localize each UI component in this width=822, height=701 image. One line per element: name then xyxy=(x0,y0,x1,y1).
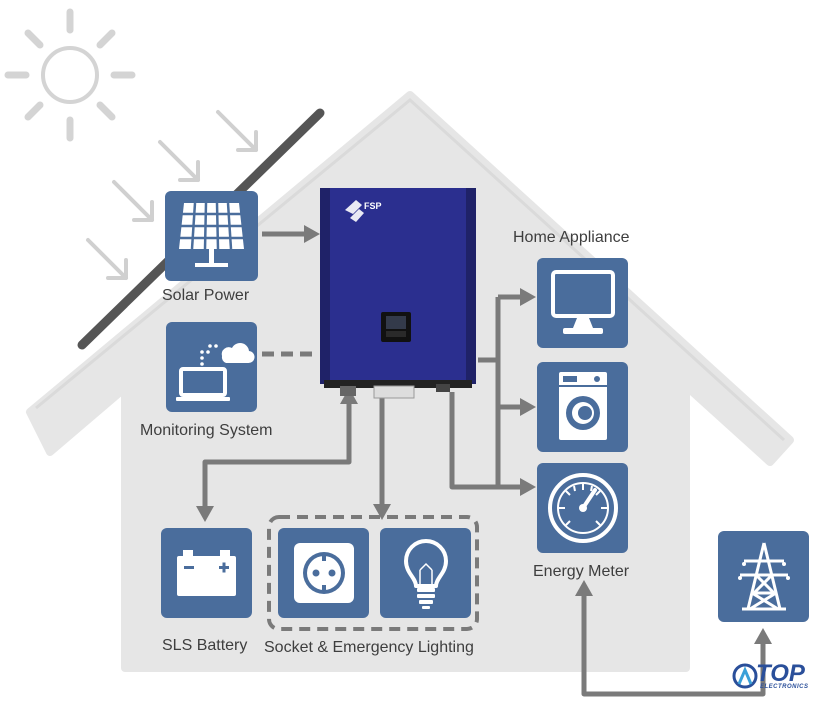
energy-meter-icon xyxy=(548,473,618,543)
solar-power-label: Solar Power xyxy=(162,287,250,304)
grid-tower-box xyxy=(718,531,809,622)
solar-power-box xyxy=(165,191,258,281)
washing-machine-box xyxy=(537,362,628,452)
laptop-cloud-icon xyxy=(176,343,255,401)
logo-subtitle: ELECTRONICS xyxy=(760,684,809,690)
socket-lighting-group xyxy=(267,515,479,631)
logo-name: TOP xyxy=(756,660,805,687)
television-icon xyxy=(551,270,615,334)
monitoring-system-box xyxy=(166,322,257,412)
power-socket-icon xyxy=(294,543,354,603)
monitoring-system-label: Monitoring System xyxy=(140,422,273,439)
top-electronics-logo: TOP ELECTRONICS xyxy=(730,660,816,696)
inverter-unit xyxy=(320,188,476,399)
light-bulb-icon xyxy=(404,539,448,609)
sun-icon xyxy=(4,8,136,142)
battery-box xyxy=(161,528,252,618)
solar-panel-icon xyxy=(179,202,244,267)
energy-meter-label: Energy Meter xyxy=(533,563,630,580)
arrowheads xyxy=(196,225,772,644)
fsp-logo-icon xyxy=(345,200,364,222)
inverter-brand: FSP xyxy=(364,201,382,211)
light-bulb-box xyxy=(380,528,471,618)
power-tower-icon xyxy=(738,542,790,611)
socket-lighting-label: Socket & Emergency Lighting xyxy=(264,639,474,656)
sunlight-rays-icon xyxy=(86,110,258,280)
sls-battery-label: SLS Battery xyxy=(162,637,248,654)
connection-lines xyxy=(202,231,766,697)
tv-box xyxy=(537,258,628,348)
home-appliance-label: Home Appliance xyxy=(513,229,630,246)
socket-box xyxy=(278,528,369,618)
battery-icon xyxy=(177,550,236,596)
energy-meter-box xyxy=(537,463,628,553)
logo-mark-icon xyxy=(732,663,758,689)
washing-machine-icon xyxy=(559,372,607,440)
